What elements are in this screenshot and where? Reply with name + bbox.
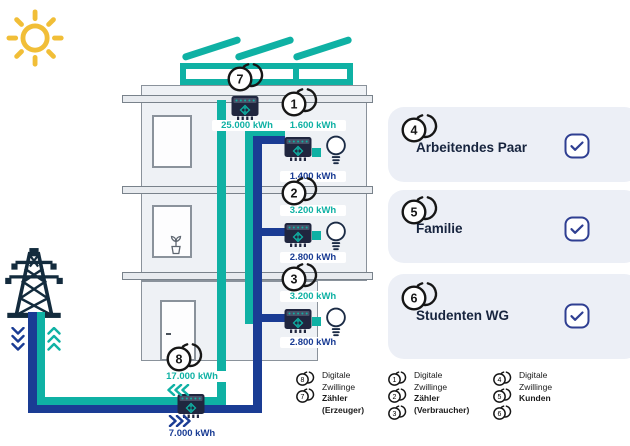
customer-panel-familie: 5 Familie (388, 190, 630, 263)
apartment3-consumption-label: 2.800 kWh (280, 337, 346, 348)
transmission-tower-icon (5, 248, 63, 318)
customer-panel-studenten-wg: 6 Studenten WG (388, 274, 630, 359)
digital-twin-badge-pv-meter: 7 (227, 62, 265, 99)
svg-text:7: 7 (237, 72, 244, 86)
legend-label: Digitale Zwillinge Zähler (Erzeuger) (322, 370, 365, 415)
svg-text:8: 8 (301, 377, 305, 384)
smart-meter-icon (231, 96, 259, 120)
chevron-left-icon (167, 384, 190, 396)
digital-twin-badge-small: 2 (388, 388, 407, 403)
digital-twin-badge-small: 1 (388, 371, 407, 386)
stub-floor1 (312, 148, 321, 157)
checkbox-checked-icon[interactable] (564, 303, 590, 329)
digital-twin-badge-small: 6 (493, 405, 512, 420)
digital-twin-badge-small: 5 (493, 388, 512, 403)
solar-panel-tilted (181, 35, 242, 62)
digital-twin-badge-meter-1: 1 (281, 87, 319, 124)
chevron-right-icon (168, 415, 191, 427)
digital-twin-badge-small: 7 (296, 388, 315, 403)
solar-panel-divider (293, 69, 299, 79)
digital-twin-badge-small: 3 (388, 405, 407, 420)
svg-text:1: 1 (393, 377, 397, 384)
apartment2-supply-label: 3.200 kWh (280, 205, 346, 216)
branch-floor1-grid (253, 136, 285, 144)
svg-text:3: 3 (393, 411, 397, 418)
svg-text:2: 2 (291, 186, 298, 200)
digital-twin-badge-small: 4 (493, 371, 512, 386)
bulb-icon (326, 135, 346, 165)
digital-twin-badge-grid-meter: 8 (166, 342, 204, 379)
branch-floor3-grid (253, 314, 285, 322)
grid-supply-riser (253, 136, 262, 413)
checkbox-checked-icon[interactable] (564, 216, 590, 242)
bulb-icon (326, 221, 346, 251)
svg-text:2: 2 (393, 394, 397, 401)
sun-icon (6, 9, 64, 67)
svg-text:5: 5 (411, 205, 418, 219)
svg-text:6: 6 (498, 411, 502, 418)
chevron-up-icon (47, 327, 61, 351)
chevron-down-icon (11, 327, 25, 351)
solar-panel-tilted (292, 35, 353, 62)
grid-export-label: 17.000 kWh (152, 371, 232, 382)
plant-icon (170, 235, 182, 255)
export-run-to-grid (37, 397, 226, 405)
window-top-floor (152, 115, 192, 168)
digital-twin-badge-meter-3: 3 (281, 262, 319, 299)
apartment1-consumption-label: 1.400 kWh (280, 171, 346, 182)
tower-export-drop (37, 312, 45, 405)
digital-twin-badge-meter-2: 2 (281, 176, 319, 213)
svg-text:1: 1 (291, 97, 298, 111)
smart-meter-icon (284, 309, 312, 333)
grid-import-label: 7.000 kWh (152, 428, 232, 439)
svg-text:7: 7 (301, 394, 305, 401)
solar-panel-tilted (234, 35, 295, 62)
svg-text:8: 8 (176, 352, 183, 366)
apartment3-supply-label: 3.200 kWh (280, 291, 346, 302)
apartment1-supply-label: 1.600 kWh (280, 120, 346, 131)
tower-import-drop (28, 312, 37, 413)
svg-text:4: 4 (411, 123, 418, 137)
svg-text:5: 5 (498, 394, 502, 401)
import-run-from-grid (28, 405, 262, 413)
digital-twin-badge-customer-2: 5 (401, 195, 439, 232)
branch-floor2-grid (253, 228, 285, 236)
smart-meter-icon (284, 223, 312, 247)
bulb-icon (326, 307, 346, 337)
customer-panel-arbeitendes-paar: 4 Arbeitendes Paar (388, 107, 630, 182)
svg-text:4: 4 (498, 377, 502, 384)
customer-name: Familie (416, 221, 463, 236)
apartment2-consumption-label: 2.800 kWh (280, 252, 346, 263)
smart-meter-icon (284, 137, 312, 161)
customer-name: Studenten WG (416, 308, 509, 323)
legend-label: Digitale Zwillinge Zähler (Verbraucher) (414, 370, 470, 415)
digital-twin-badge-customer-3: 6 (401, 281, 439, 318)
svg-text:6: 6 (411, 291, 418, 305)
svg-text:3: 3 (291, 272, 298, 286)
pv-production-label: 25.000 kWh (212, 120, 282, 131)
digital-twin-badge-small: 8 (296, 371, 315, 386)
door-handle (166, 333, 171, 335)
stub-floor3 (312, 317, 321, 326)
checkbox-checked-icon[interactable] (564, 133, 590, 159)
pv-export-riser (217, 100, 226, 402)
customer-name: Arbeitendes Paar (416, 140, 528, 155)
legend-label: Digitale Zwillinge Kunden (519, 370, 553, 403)
digital-twin-badge-customer-1: 4 (401, 113, 439, 150)
branch-floor1-pv (245, 128, 285, 136)
solar-panel-frame (180, 63, 353, 85)
stub-floor2 (312, 231, 321, 240)
pv-supply-riser (245, 128, 253, 324)
smart-meter-icon (177, 394, 205, 418)
